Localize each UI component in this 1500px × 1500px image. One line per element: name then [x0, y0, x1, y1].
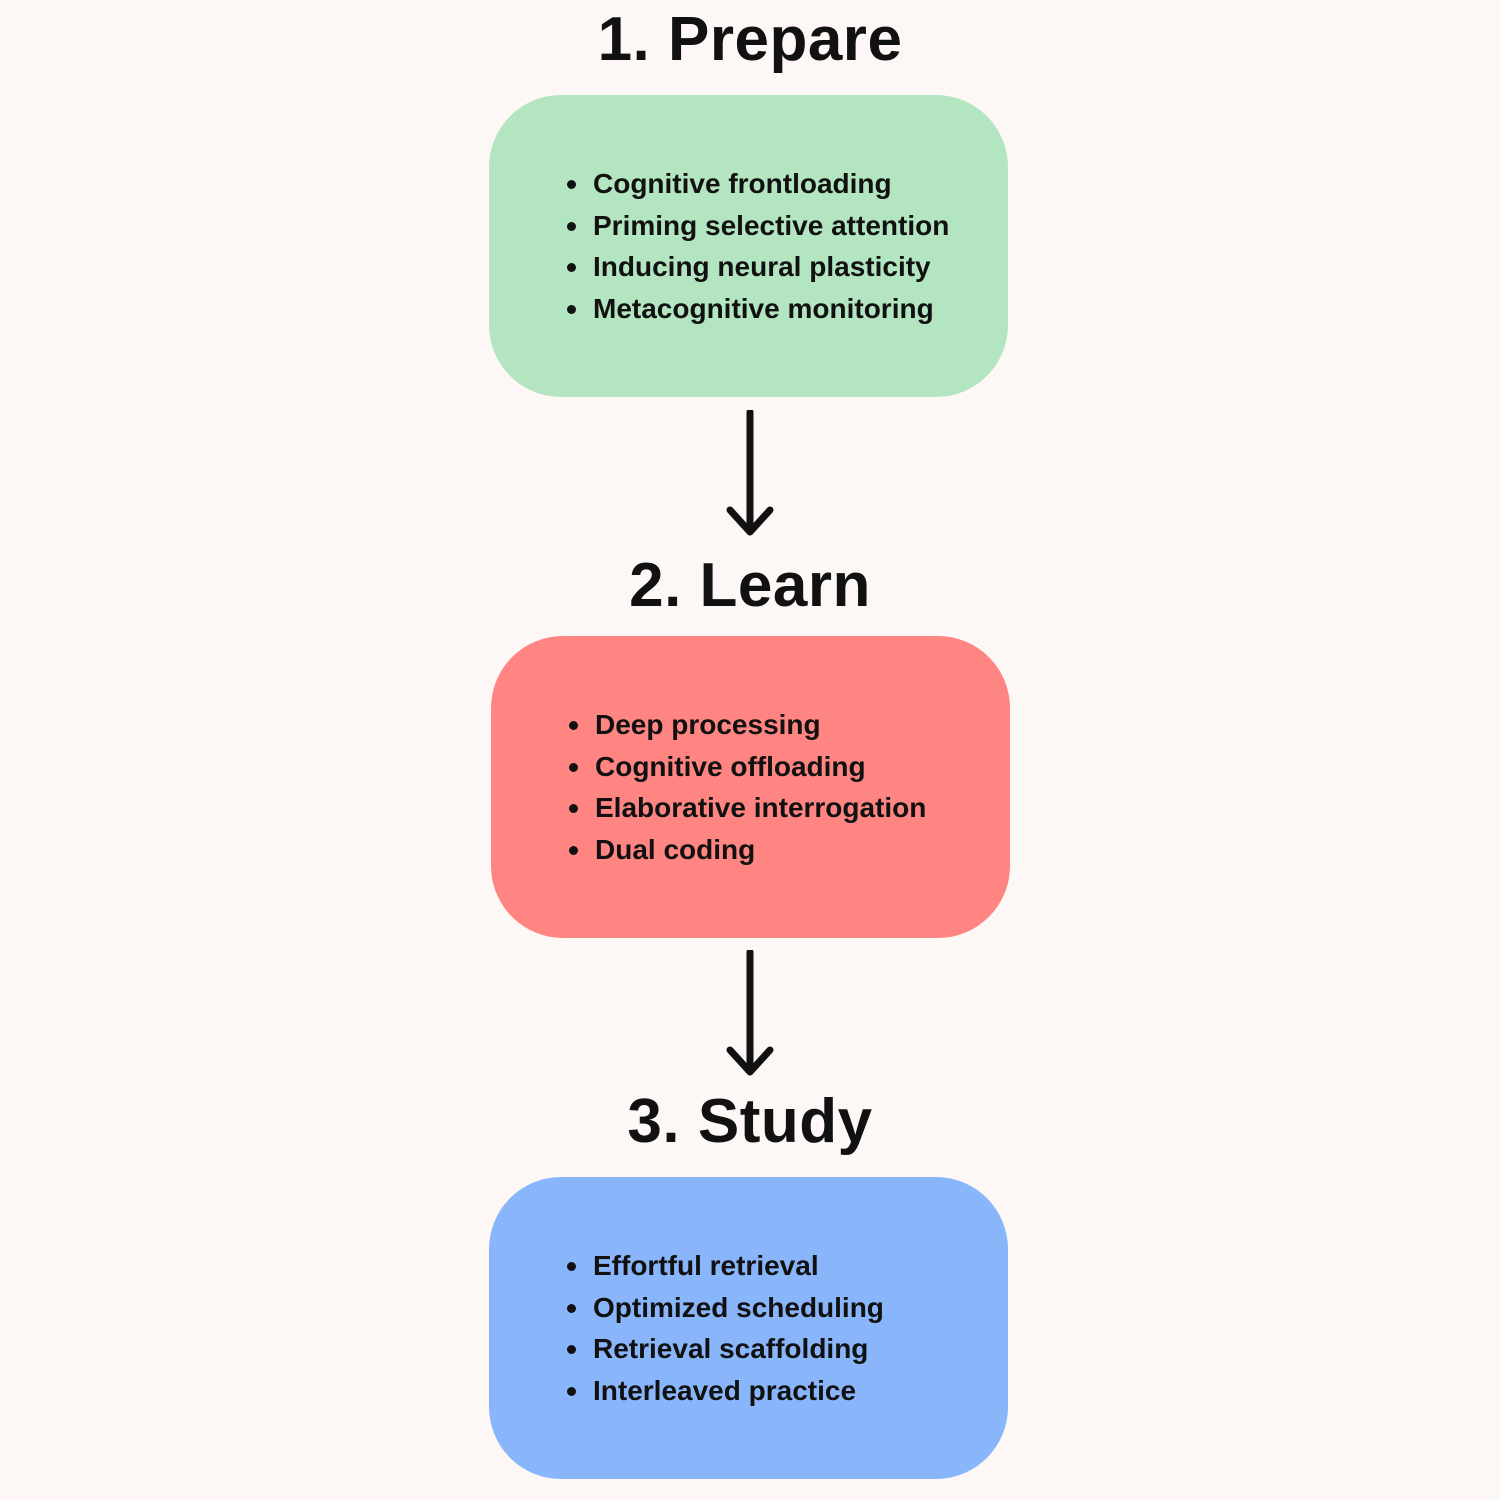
list-item-label: Deep processing: [595, 709, 821, 740]
list-item-label: Retrieval scaffolding: [593, 1333, 869, 1364]
list-item: Optimized scheduling: [567, 1287, 884, 1329]
list-item-label: Priming selective attention: [593, 209, 950, 241]
bullet-icon: [567, 1303, 576, 1313]
list-item-label: Effortful retrieval: [593, 1250, 819, 1281]
list-item: Metacognitive monitoring: [567, 288, 949, 330]
stage-2-box: Deep processing Cognitive offloading Ela…: [491, 636, 1010, 938]
bullet-icon: [569, 804, 578, 813]
bullet-icon: [569, 762, 578, 772]
bullet-icon: [567, 180, 576, 189]
list-item: Cognitive frontloading: [567, 163, 949, 205]
list-item: Effortful retrieval: [567, 1245, 884, 1287]
bullet-icon: [569, 845, 578, 855]
bullet-icon: [567, 1386, 576, 1396]
list-item: Inducing neural plasticity: [567, 246, 949, 288]
list-item: Dual coding: [569, 829, 926, 871]
stage-1-box: Cognitive frontloading Priming selective…: [489, 95, 1008, 397]
list-item-label: Metacognitive monitoring: [593, 292, 934, 324]
stage-1-list: Cognitive frontloading Priming selective…: [567, 163, 949, 329]
stage-3-box: Effortful retrieval Optimized scheduling…: [489, 1177, 1008, 1479]
bullet-icon: [567, 304, 576, 314]
list-item-label: Dual coding: [595, 833, 756, 865]
stage-1-title: 1. Prepare: [597, 5, 903, 74]
stage-3-title: 3. Study: [627, 1087, 873, 1156]
stage-2-list: Deep processing Cognitive offloading Ela…: [569, 704, 926, 870]
down-arrow-icon: [726, 410, 774, 536]
bullet-icon: [567, 1345, 576, 1354]
stage-2-title: 2. Learn: [629, 551, 871, 620]
list-item: Retrieval scaffolding: [567, 1328, 884, 1370]
bullet-icon: [567, 263, 576, 272]
list-item: Cognitive offloading: [569, 746, 926, 788]
list-item: Interleaved practice: [567, 1370, 884, 1412]
bullet-icon: [567, 221, 576, 231]
list-item-label: Interleaved practice: [593, 1374, 857, 1406]
stage-3-list: Effortful retrieval Optimized scheduling…: [567, 1245, 884, 1411]
bullet-icon: [569, 721, 578, 730]
list-item: Priming selective attention: [567, 205, 949, 247]
list-item-label: Optimized scheduling: [593, 1291, 884, 1323]
bullet-icon: [567, 1262, 576, 1271]
list-item: Elaborative interrogation: [569, 787, 926, 829]
list-item-label: Cognitive offloading: [595, 750, 866, 782]
list-item-label: Inducing neural plasticity: [593, 251, 931, 282]
list-item: Deep processing: [569, 704, 926, 746]
list-item-label: Elaborative interrogation: [595, 792, 927, 823]
list-item-label: Cognitive frontloading: [593, 168, 892, 199]
down-arrow-icon: [726, 950, 774, 1076]
